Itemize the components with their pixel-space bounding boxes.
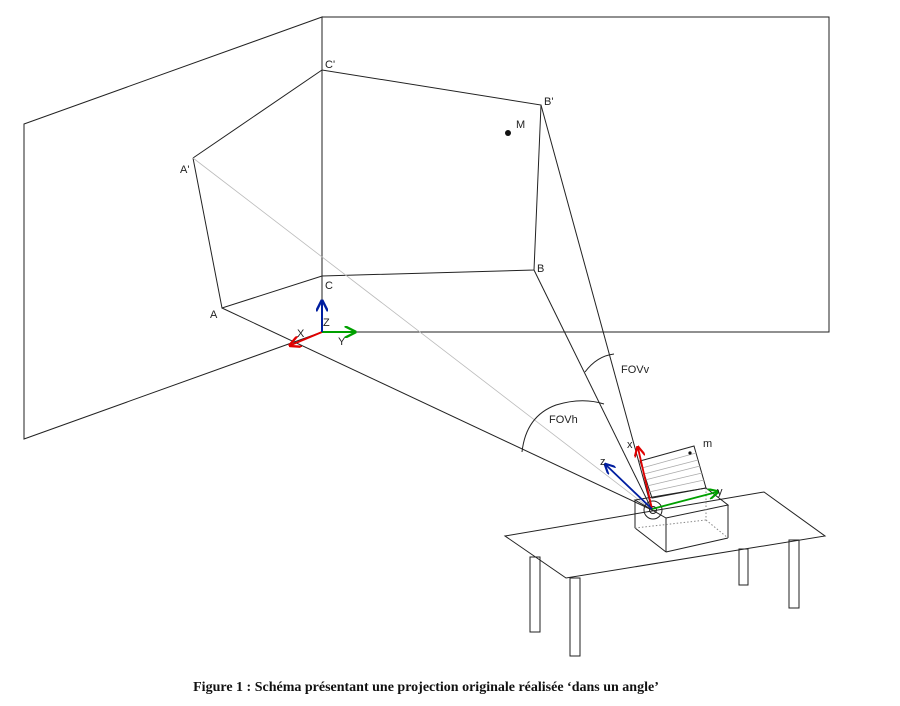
point-m-lower-marker [688,451,692,455]
table-leg-back-right [738,548,749,586]
label-world-z: Z [323,317,330,329]
point-m-upper-marker [505,130,511,136]
world-x-axis [291,331,323,345]
left-wall [23,16,323,440]
label-fov-vertical: FOVv [621,364,650,376]
label-m-lower: m [703,438,712,450]
label-world-x: X [297,328,305,340]
image-plane [639,445,707,499]
figure-caption-text: Figure 1 : Schéma présentant une project… [193,680,659,695]
right-wall [321,16,830,333]
projector-x-axis [638,448,653,510]
table-top [503,491,827,579]
projector-box-edge [665,537,729,553]
label-b: B [537,263,544,275]
projector-box-hidden-edge [705,519,729,539]
projector-z-axis [606,465,653,510]
image-plane-line [643,459,699,475]
figure-caption: Figure 1 : Schéma présentant une project… [0,680,900,696]
table-leg-front-right [788,539,800,609]
label-b-prime: B' [544,96,553,108]
label-c: C [325,280,333,292]
projector-lens-outer [643,500,663,520]
projector-lens-inner [649,506,657,514]
ray-a [221,307,653,511]
label-projector-y: y [717,486,723,498]
fov-horizontal-arc [521,400,605,453]
table-leg-front-mid [569,577,581,657]
fov-vertical-arc [584,353,615,373]
label-c-prime: C' [325,59,335,71]
label-projector-x: x [627,439,633,451]
image-plane-line [641,452,697,469]
label-m-upper: M [516,119,525,131]
label-a: A [210,309,218,321]
ray-b [533,269,653,511]
projector-y-axis [651,492,717,510]
projector-box-edge [634,527,667,553]
image-plane-line [648,479,705,493]
image-plane-line [646,472,703,487]
ray-b-prime [540,104,653,511]
projector-box-hidden-edge [634,519,707,529]
label-world-y: Y [338,336,346,348]
image-plane-line [644,465,701,481]
table-leg-front-left [529,556,541,633]
projection-outline [192,69,542,309]
ray-a-prime [192,157,653,511]
label-fov-horizontal: FOVh [549,414,578,426]
label-a-prime: A' [180,164,189,176]
label-projector-z: z [600,456,606,468]
